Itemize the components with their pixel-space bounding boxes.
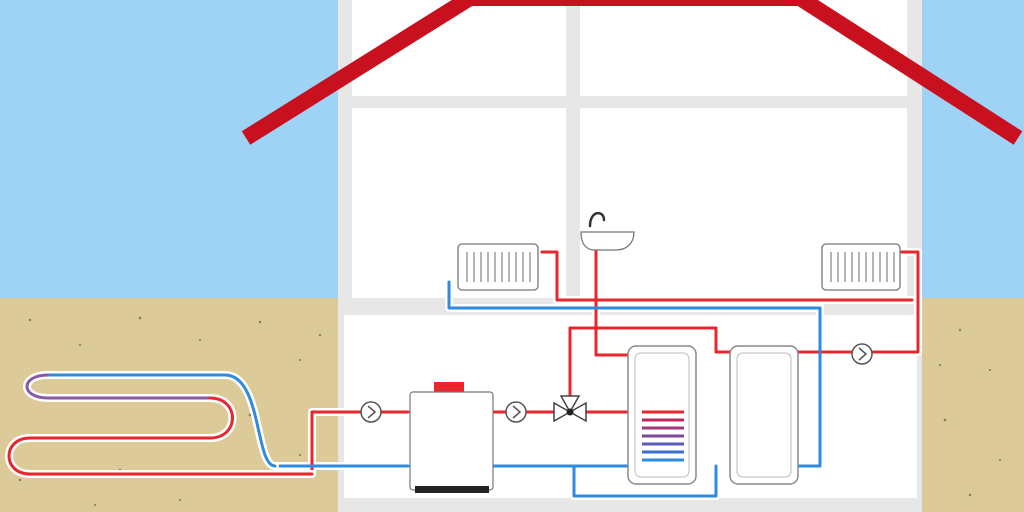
attic-room-right bbox=[580, 0, 907, 96]
faucet-icon bbox=[580, 212, 635, 251]
radiator-left bbox=[457, 243, 539, 291]
tank-coil bbox=[642, 410, 684, 462]
radiator-left-supply-pipe bbox=[540, 250, 914, 302]
soil-speckles bbox=[18, 316, 1001, 506]
buffer-tank bbox=[729, 345, 799, 485]
three-way-valve-icon bbox=[553, 395, 587, 423]
circulation-pump-1 bbox=[360, 401, 382, 423]
ground-loop bbox=[5, 371, 316, 478]
basement-return-pipe bbox=[572, 464, 718, 498]
radiator-return-pipe bbox=[447, 280, 822, 310]
heat-pump-unit bbox=[409, 382, 494, 493]
buffer-return-pipe bbox=[794, 306, 822, 468]
radiator-right bbox=[821, 243, 901, 291]
roof bbox=[241, 0, 1023, 145]
cold-pipes bbox=[273, 280, 822, 498]
heating-supply-pipe bbox=[568, 250, 920, 414]
hot-water-tank bbox=[627, 345, 697, 485]
tap-hot-water-pipe bbox=[594, 244, 630, 357]
circulation-pump-3 bbox=[851, 343, 873, 365]
circulation-pump-2 bbox=[505, 401, 527, 423]
